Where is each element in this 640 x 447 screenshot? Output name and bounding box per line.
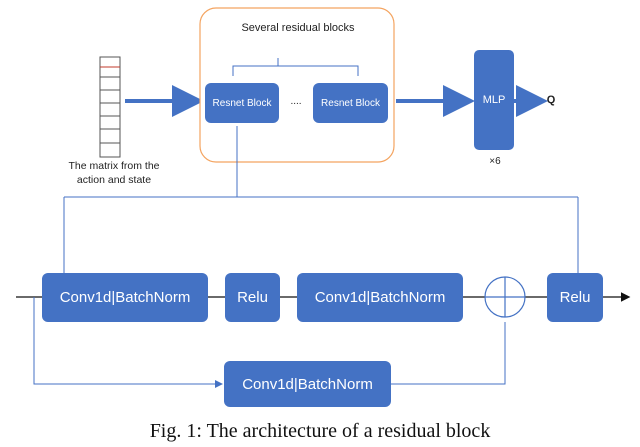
conv-batchnorm-block-2: Conv1d|BatchNorm <box>297 273 463 322</box>
ellipsis: .... <box>290 96 302 107</box>
resnet-block-2: Resnet Block <box>313 83 388 123</box>
sum-node <box>484 276 526 318</box>
input-caption-line2: action and state <box>76 174 152 186</box>
skip-path <box>33 297 506 385</box>
figure-caption: Fig. 1: The architecture of a residual b… <box>149 420 491 442</box>
mlp-multiplier: ×6 <box>489 156 501 167</box>
relu-block-2: Relu <box>547 273 603 322</box>
group-brace <box>232 58 359 76</box>
input-matrix <box>99 56 121 158</box>
residual-group-box <box>199 7 395 163</box>
input-caption-line1: The matrix from the <box>68 160 160 172</box>
output-q: Q <box>546 94 556 106</box>
conv-batchnorm-skip-block: Conv1d|BatchNorm <box>224 361 391 407</box>
group-label: Several residual blocks <box>241 22 355 34</box>
conv-batchnorm-block-1: Conv1d|BatchNorm <box>42 273 208 322</box>
mlp-block: MLP <box>474 50 514 150</box>
relu-block-1: Relu <box>225 273 280 322</box>
resnet-block-1: Resnet Block <box>205 83 279 123</box>
